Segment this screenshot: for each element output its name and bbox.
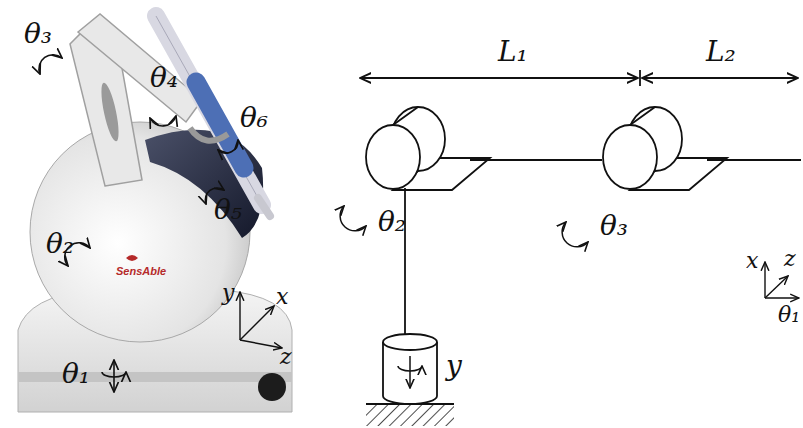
rotation-axis xyxy=(113,360,115,392)
axis-z xyxy=(240,340,282,348)
axis-y xyxy=(764,262,765,298)
joint-label: θ₃ xyxy=(600,212,628,240)
rotation-arrow xyxy=(340,206,366,231)
base-cylinder xyxy=(383,342,437,404)
rotation-axis xyxy=(409,356,411,388)
joint-label: θ₂ xyxy=(378,208,406,236)
base-ring xyxy=(18,372,292,382)
axis-label: z xyxy=(280,346,292,368)
rotation-arrow xyxy=(39,55,62,74)
arm-slot xyxy=(98,81,122,142)
device-photo xyxy=(18,14,292,412)
ground-hatch xyxy=(366,404,454,426)
joint-label: θ₅ xyxy=(214,196,242,224)
axis-label: x xyxy=(276,286,288,308)
axis-x xyxy=(765,276,788,298)
rotation-arrow xyxy=(150,116,176,126)
dimension-line xyxy=(642,77,798,79)
logo-mark xyxy=(126,255,138,261)
rotation-arrow xyxy=(562,222,588,247)
kinematic-schematic xyxy=(340,70,801,426)
camera-lens xyxy=(258,373,286,401)
dimension-label: L₁ xyxy=(498,38,528,66)
joint-cylinder xyxy=(366,125,420,189)
joint-label: θ₆ xyxy=(240,104,268,132)
axis-y xyxy=(239,292,240,340)
joint-label: θ₁ xyxy=(62,360,90,388)
dimension-label: L₂ xyxy=(706,38,736,66)
dimension-tick xyxy=(639,70,641,86)
rotation-arrows xyxy=(39,55,238,392)
dimension-line xyxy=(360,77,638,79)
joint-label: y xyxy=(446,352,462,380)
axis-label: z xyxy=(784,248,796,270)
axis-label: x xyxy=(746,250,758,272)
axis-triad xyxy=(240,292,282,348)
stylus-grip xyxy=(196,82,244,168)
joint-label: θ₃ xyxy=(24,20,52,48)
joint-cylinder xyxy=(603,125,657,189)
joint-label: θ₂ xyxy=(46,230,74,258)
axis-label: θ₁ xyxy=(778,304,800,326)
link-line xyxy=(470,159,602,161)
axis-label: y xyxy=(222,282,234,304)
link-line xyxy=(707,159,801,161)
gimbal xyxy=(190,128,228,141)
base-cylinder xyxy=(383,334,437,350)
stylus-tip xyxy=(258,198,270,216)
axis-x xyxy=(240,306,274,340)
brand-logo: SensAble xyxy=(116,266,166,277)
joint-label: θ₄ xyxy=(150,64,178,92)
rotation-arrow xyxy=(218,140,238,153)
axis-z xyxy=(765,297,799,298)
